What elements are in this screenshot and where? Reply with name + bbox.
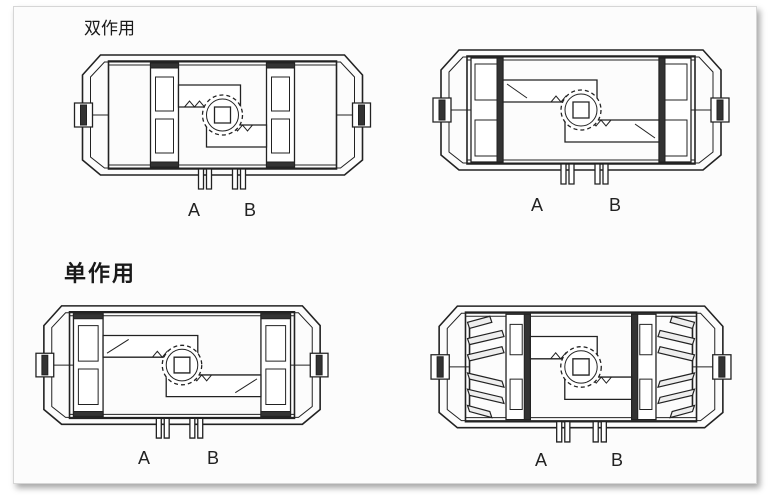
port-pipe-b	[595, 164, 608, 184]
piston-right	[659, 58, 691, 162]
port-pipe-a	[199, 169, 212, 189]
piston-right	[261, 314, 291, 417]
piston-right	[632, 314, 656, 419]
pinion-gear	[561, 90, 601, 130]
port-label-a: A	[188, 200, 201, 220]
piston-left	[506, 314, 530, 419]
end-cap-left	[36, 353, 73, 377]
port-label-b: B	[207, 448, 220, 468]
piston-left	[151, 63, 179, 167]
end-cap-left	[431, 355, 470, 379]
actuator-double-acting-pistons-in	[420, 40, 742, 190]
port-pipe-b	[233, 169, 246, 189]
port-label-a: A	[535, 450, 548, 470]
pinion-gear	[561, 347, 602, 388]
port-pipe-a	[557, 422, 570, 442]
piston-left	[73, 314, 103, 417]
port-label-a: A	[531, 195, 544, 215]
port-label-b: B	[611, 450, 624, 470]
pinion-gear	[162, 345, 201, 384]
end-cap-left	[433, 98, 471, 122]
port-pipe-b	[190, 418, 203, 438]
port-pipe-b	[593, 422, 606, 442]
end-cap-right	[691, 98, 729, 122]
port-label-b: B	[609, 195, 622, 215]
port-pipe-a	[561, 164, 574, 184]
single-acting-title: 单作用	[64, 262, 137, 287]
piston-left	[471, 58, 503, 162]
end-cap-left	[75, 103, 109, 127]
piston-right	[267, 63, 295, 167]
spring-set-right	[658, 316, 694, 417]
actuator-single-acting-spring-return	[420, 296, 742, 448]
actuator-single-acting-pistons-out	[27, 296, 337, 444]
spring-set-left	[468, 316, 504, 417]
end-cap-right	[291, 353, 328, 377]
double-acting-title: 双作用	[84, 19, 135, 39]
end-cap-right	[692, 355, 731, 379]
port-label-a: A	[138, 448, 151, 468]
port-pipe-a	[156, 418, 169, 438]
end-cap-right	[337, 103, 371, 127]
actuator-double-acting-pistons-out	[70, 45, 375, 195]
pinion-gear	[203, 95, 243, 135]
port-label-b: B	[244, 200, 257, 220]
